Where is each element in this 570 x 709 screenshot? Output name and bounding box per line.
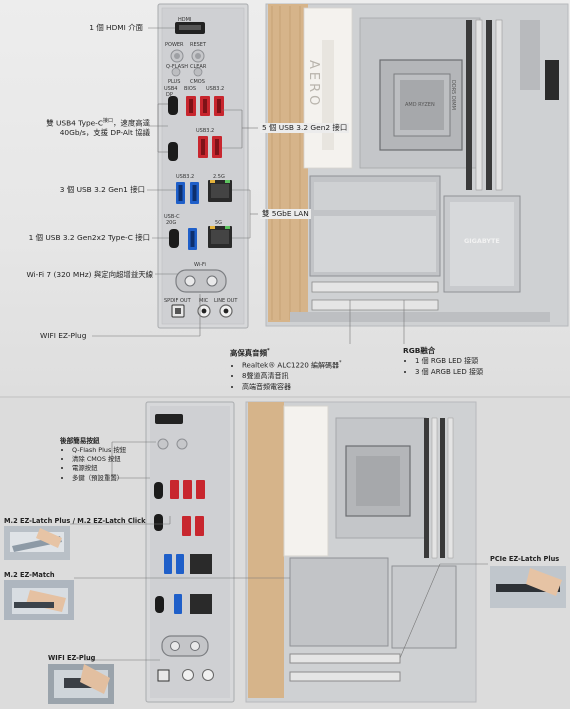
label-usb4-sup: 接口 (103, 118, 114, 124)
board-aero-logo: AERO (306, 60, 321, 109)
io-label-usb4: USB4 (164, 86, 178, 92)
io-label-usb32c: USB3.2 (176, 174, 195, 180)
rgb-title: RGB融合 (403, 346, 436, 355)
io-label-usb32: USB3.2 (206, 86, 225, 92)
usbc-gen2x2-port (169, 229, 179, 248)
qflash-button (171, 67, 181, 77)
wood-heatsink (268, 4, 308, 322)
callout-lines (70, 441, 488, 661)
audio-item: 高端音頻電容器 (242, 382, 342, 393)
chipset-heatsink (391, 565, 457, 649)
rgb-block: RGB融合 1 個 RGB LED 接頭 3 個 ARGB LED 接頭 (403, 346, 483, 377)
buttons-item: 多鍵（預設重置） (72, 474, 126, 483)
label-usb4: 雙 USB4 Type-C接口，速度高達 40Gb/s，支援 DP-Alt 協議 (46, 116, 150, 138)
io-label-lan1: 2.5G (213, 174, 225, 180)
label-wifi7: Wi-Fi 7 (320 MHz) 與定向超增益天線 (26, 270, 153, 279)
audio-title-sup: * (266, 348, 270, 354)
buttons-item: 電源按鈕 (72, 464, 126, 473)
io-label-wifi: Wi-Fi (194, 262, 206, 268)
wood-heatsink (248, 402, 284, 698)
photo-wifi-ezplug (48, 664, 114, 704)
label-m2-match: M.2 EZ-Match (4, 571, 55, 579)
label-m2-latch: M.2 EZ-Latch Plus / M.2 EZ-Latch Click (4, 517, 146, 525)
io-label-spdif: SPDIF OUT (164, 298, 191, 304)
rgb-item: 1 個 RGB LED 接頭 (415, 356, 483, 367)
io-label-lineout: LINE OUT (214, 298, 238, 304)
clear-cmos-button (193, 67, 203, 77)
pcie-slot-2 (311, 299, 439, 311)
io-label-power: POWER (165, 42, 184, 48)
buttons-item: Q-Flash Plus 按鈕 (72, 446, 126, 455)
dimm-slots (466, 19, 503, 191)
io-label-plus: PLUS (168, 79, 181, 85)
buttons-item: 清除 CMOS 按鈕 (72, 455, 126, 464)
pcie-slot-1 (311, 281, 439, 293)
label-hdmi: 1 個 HDMI 介面 (89, 23, 143, 32)
wifi-ezplug-connector (175, 269, 227, 293)
m2-heatsink (289, 557, 389, 647)
label-usb32-gen1: 3 個 USB 3.2 Gen1 接口 (59, 185, 145, 194)
label-wifi-ezplug: WIFI EZ-Plug (40, 331, 87, 340)
audio-item: 8聲道高清音訊 (242, 371, 342, 382)
label-usb4-tail: ，速度高達 (113, 118, 150, 128)
top-illustration (92, 3, 569, 344)
photo-m2-latch (4, 526, 70, 560)
bottom-panel: 後部簡易按鈕 Q-Flash Plus 按鈕 清除 CMOS 按鈕 電源按鈕 多… (0, 398, 570, 709)
label-usbc-gen2x2: 1 個 USB 3.2 Gen2x2 Type-C 接口 (28, 233, 150, 242)
label-lan: 雙 5GbE LAN (260, 209, 311, 219)
io-label-usb32b: USB3.2 (196, 128, 215, 134)
photo-m2-match (4, 580, 74, 620)
label-usb4-line1: 雙 USB4 Type-C (46, 118, 104, 128)
io-label-qflash: Q-FLASH (166, 64, 189, 70)
audio-item-text: Realtek® ALC1220 編解碼器 (242, 361, 340, 370)
label-usb4-line2: 40Gb/s，支援 DP-Alt 協議 (59, 128, 150, 138)
usb4-port-2 (168, 142, 178, 161)
photo-pcie-latch (490, 566, 566, 608)
io-label-mic: MIC (199, 298, 209, 304)
io-label-clear: CLEAR (190, 64, 207, 70)
io-label-usbc: USB-C (164, 214, 180, 220)
bottom-illustration (4, 401, 566, 704)
audio-block: 高保真音頻* Realtek® ALC1220 編解碼器* 8聲道高清音訊 高端… (230, 346, 342, 392)
buttons-block: 後部簡易按鈕 Q-Flash Plus 按鈕 清除 CMOS 按鈕 電源按鈕 多… (60, 436, 126, 483)
io-label-20g: 20G (166, 220, 177, 226)
callout-lines (92, 27, 405, 344)
io-label-lan2: 5G (215, 220, 223, 226)
rgb-item: 3 個 ARGB LED 接頭 (415, 367, 483, 378)
board-cpu-text: AMD RYZEN (405, 102, 435, 108)
panel-separator (0, 396, 570, 399)
audio-title: 高保真音頻 (230, 348, 267, 358)
board-gigabyte-logo: GIGABYTE (464, 237, 500, 245)
io-label-dp: DP (166, 92, 173, 98)
io-label-hdmi: HDMI (178, 17, 192, 23)
label-usb32-gen2: 5 個 USB 3.2 Gen2 接口 (260, 123, 350, 133)
audio-item-sup: * (339, 360, 342, 367)
io-label-bios: BIOS (184, 86, 197, 92)
board-ddr5-text: DDR5 DIMM (450, 80, 456, 110)
audio-item: Realtek® ALC1220 編解碼器* (242, 358, 342, 371)
usb4-port-1 (168, 96, 178, 115)
top-panel: HDMI POWER RESET Q-FLASH PLUS CLEAR CMOS… (0, 0, 570, 398)
label-pcie-latch: PCIe EZ-Latch Plus (490, 555, 560, 563)
io-label-cmos: CMOS (190, 79, 205, 85)
label-wifi-ezplug-bottom: WIFI EZ-Plug (48, 654, 96, 662)
io-label-reset: RESET (190, 42, 207, 48)
buttons-title: 後部簡易按鈕 (60, 437, 100, 445)
